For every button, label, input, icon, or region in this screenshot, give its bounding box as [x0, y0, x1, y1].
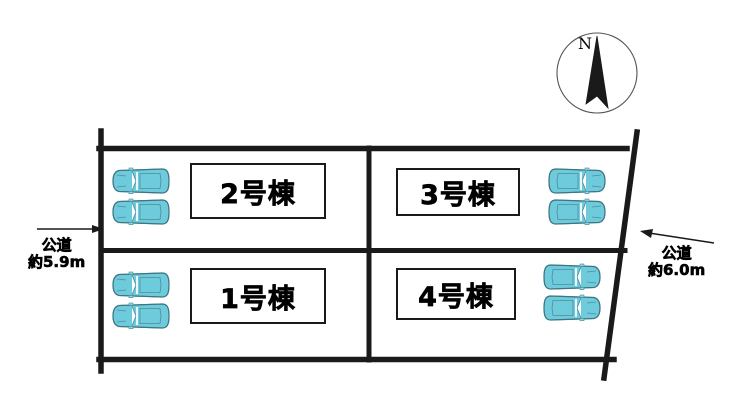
road-label-left: 公道 約5.9m: [28, 236, 86, 271]
road-arrow-right: [640, 229, 715, 244]
road-label-right: 公道 約6.0m: [648, 244, 706, 279]
lot-label-text: 1号棟: [220, 283, 296, 315]
compass-rose: [556, 32, 638, 114]
road-name-left: 公道: [41, 236, 72, 254]
lot-label-building-4: 4号棟: [396, 268, 516, 320]
lot-label-building-2: 2号棟: [190, 163, 326, 219]
parking-lot-3: [549, 168, 605, 225]
lot-label-building-3: 3号棟: [396, 168, 520, 216]
lot-label-building-1: 1号棟: [190, 268, 326, 324]
compass-north-label: N: [578, 34, 592, 53]
road-width-left: 約5.9m: [28, 252, 86, 271]
lot-divider-lines: [98, 145, 628, 363]
parking-lot-1: [112, 271, 170, 330]
road-width-right: 約6.0m: [648, 260, 706, 279]
lot-label-text: 2号棟: [220, 178, 296, 210]
road-arrow-left: [37, 225, 104, 233]
parking-lot-4: [544, 264, 600, 321]
parking-lot-2: [112, 167, 170, 226]
road-name-right: 公道: [661, 244, 692, 262]
lot-label-text: 4号棟: [418, 281, 494, 313]
lot-label-text: 3号棟: [420, 179, 496, 211]
